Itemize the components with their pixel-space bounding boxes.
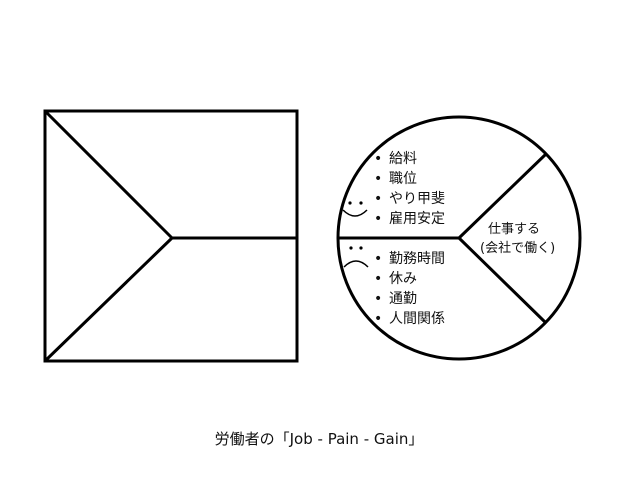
smile-face-icon: [342, 201, 368, 217]
frown-face-icon: [343, 246, 369, 268]
gain-bullet: •: [374, 171, 382, 187]
gain-item: やり甲斐: [389, 191, 445, 207]
pain-bullet: •: [374, 251, 382, 267]
gain-bullet: •: [374, 191, 382, 207]
diagram-caption: 労働者の「Job - Pain - Gain」: [214, 430, 424, 448]
pain-item: 勤務時間: [389, 251, 445, 267]
circle-diagram: [336, 115, 582, 361]
job-label-line: 仕事する: [488, 222, 540, 237]
pain-item: 人間関係: [389, 311, 445, 327]
pain-list: • 勤務時間 • 休み • 通勤 • 人間関係: [374, 251, 445, 327]
pain-item: 通勤: [389, 291, 417, 307]
square-divider-upper: [43, 109, 174, 240]
square-divider-lower: [43, 236, 174, 363]
pain-bullet: •: [374, 291, 382, 307]
gain-item: 給料: [389, 151, 417, 167]
pain-item: 休み: [389, 271, 417, 287]
circle-divider-lower: [457, 236, 548, 325]
square-frame: [43, 109, 299, 363]
gain-bullet: •: [374, 151, 382, 167]
gain-bullet: •: [374, 211, 382, 227]
pain-bullet: •: [374, 311, 382, 327]
circle-divider-upper: [457, 152, 548, 240]
square-template: [43, 109, 299, 363]
job-label: 仕事する (会社で働く): [480, 222, 555, 256]
job-label-line: (会社で働く): [480, 240, 555, 256]
gain-item: 雇用安定: [389, 210, 445, 227]
gain-item: 職位: [389, 171, 417, 187]
pain-bullet: •: [374, 271, 382, 287]
gain-list: • 給料 • 職位 • やり甲斐 • 雇用安定: [374, 151, 445, 227]
